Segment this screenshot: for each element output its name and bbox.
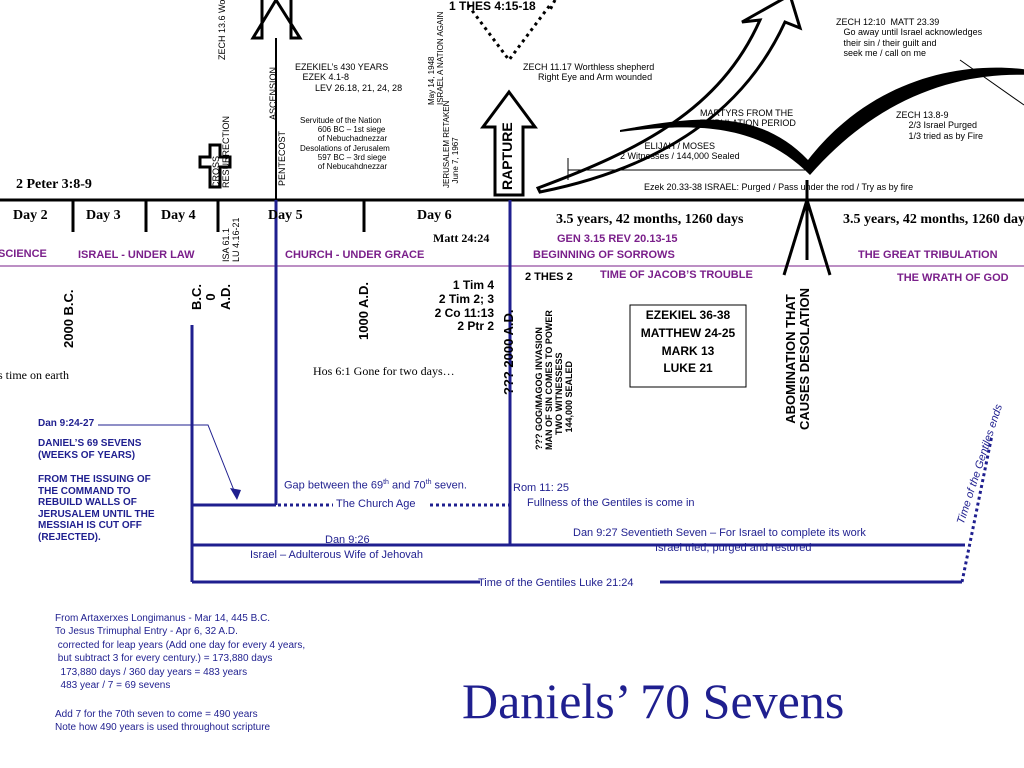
- day-4-label: Day 4: [161, 208, 196, 223]
- gospel-refs: EZEKIEL 36-38 MATTHEW 24-25 MARK 13 LUKE…: [640, 308, 736, 376]
- witness-bracket: [567, 158, 807, 180]
- sweep-shape: [620, 67, 1024, 175]
- rom-ref: Rom 11: 25: [513, 482, 570, 494]
- time-gentiles: Time of the Gentiles Luke 21:24: [478, 577, 634, 589]
- israel-tried: Israel tried, purged and restored: [655, 542, 812, 554]
- peter-ref: 2 Peter 3:8-9: [16, 177, 92, 192]
- israel-nation: May 14, 1948 ISRAEL A NATION AGAIN: [427, 11, 445, 105]
- zech-13-6: ZECH 13.6 Wounds: [217, 0, 227, 60]
- thes-2: 2 THES 2: [525, 271, 573, 283]
- navy-horizontals: [192, 503, 965, 584]
- time-on-earth: s time on earth: [0, 368, 69, 382]
- isa-ref: ISA 61.1 LU 4.16-21: [221, 217, 241, 262]
- dan-926: Dan 9:26: [325, 534, 370, 546]
- day-2-label: Day 2: [13, 208, 48, 223]
- first-half-label: 3.5 years, 42 months, 1260 days: [556, 212, 744, 227]
- hosea-ref: Hos 6:1 Gone for two days…: [313, 364, 455, 378]
- day-5-label: Day 5: [268, 208, 303, 223]
- ad-2000: ??? 2000 A.D.: [501, 309, 516, 395]
- navy-dotted: [278, 434, 994, 583]
- dan-ref: Dan 9:24-27: [38, 418, 95, 429]
- gen-rev-ref: GEN 3.15 REV 20.13-15: [557, 233, 678, 245]
- curved-arrow-icon: [535, 0, 803, 194]
- adulterous-wife: Israel – Adulterous Wife of Jehovah: [250, 549, 424, 561]
- matt-ref: Matt 24:24: [433, 231, 490, 245]
- gog-magog: ??? GOG/MAGOG INVASION MAN OF SIN COMES …: [534, 310, 574, 450]
- bc-2000: 2000 B.C.: [61, 289, 76, 348]
- gospel-box: [629, 304, 747, 388]
- abomination-label: ABOMINATION THAT CAUSES DESOLATION: [783, 287, 813, 430]
- dan-issuing: FROM THE ISSUING OF THE COMMAND TO REBUI…: [38, 474, 155, 543]
- fullness-label: Fullness of the Gentiles is come in: [527, 497, 695, 509]
- zech-13: ZECH 13.8-9 2/3 Israel Purged 1/3 tried …: [896, 110, 984, 141]
- callout-arrow: [98, 424, 238, 499]
- era-israel-law: ISRAEL - UNDER LAW: [78, 249, 195, 261]
- dan-sevens: DANIEL’S 69 SEVENS (WEEKS OF YEARS): [38, 438, 142, 461]
- ascension-arrow-icon: [250, 0, 303, 40]
- page-title: Daniels’ 70 Sevens: [462, 673, 845, 729]
- ezek-20: Ezek 20.33-38 ISRAEL: Purged / Pass unde…: [644, 182, 914, 192]
- era-jacobs-trouble: TIME OF JACOB’S TROUBLE: [600, 269, 753, 281]
- ad-1000: 1000 A.D.: [356, 281, 371, 340]
- abomination-marker: [782, 180, 832, 276]
- zech-11: ZECH 11.17 Worthless shepherd Right Eye …: [523, 62, 655, 83]
- cross-icon: [198, 143, 232, 189]
- navy-verticals: [190, 200, 512, 582]
- martyrs-note: MARTYRS FROM THE TRIBULATION PERIOD: [700, 108, 796, 129]
- epistle-refs: 1 Tim 4 2 Tim 2; 3 2 Co 11:13 2 Ptr 2: [434, 278, 494, 334]
- ezekiel-years: EZEKIEL’s 430 YEARS EZEK 4.1-8 LEV 26.18…: [295, 62, 403, 93]
- era-great-tribulation: THE GREAT TRIBULATION: [858, 249, 998, 261]
- bc-ad: B.C. 0 A.D.: [189, 284, 233, 310]
- pentecost-label: PENTECOST: [277, 130, 287, 186]
- era-church-grace: CHURCH - UNDER GRACE: [285, 249, 425, 261]
- dotted-diamond: [466, 4, 552, 63]
- era-sorrows: BEGINNING OF SORROWS: [533, 249, 675, 261]
- thes-ref: 1 THES 4:15-18: [449, 0, 536, 13]
- seventy-note: Add 7 for the 70th seven to come = 490 y…: [55, 709, 271, 734]
- zech-12: ZECH 12:10 MATT 23.39 Go away until Isra…: [836, 17, 983, 59]
- rapture-arrow-icon: [480, 89, 538, 197]
- cross-label: CROSS RESURRECTION: [211, 115, 231, 188]
- dan-927: Dan 9:27 Seventieth Seven – For Israel t…: [573, 527, 866, 539]
- gap-label: Gap between the 69th and 70th seven.: [284, 479, 467, 492]
- era-wrath: THE WRATH OF GOD: [897, 272, 1009, 284]
- day-6-label: Day 6: [417, 208, 452, 223]
- day-3-label: Day 3: [86, 208, 121, 223]
- church-age: The Church Age: [336, 498, 416, 510]
- ascension-label: ASCENSION: [268, 66, 278, 120]
- era-conscience: SCIENCE: [0, 248, 47, 260]
- witnesses-note: ELIJAH / MOSES 2 Witnesses / 144,000 Sea…: [620, 141, 740, 162]
- servitude-note: Servitude of the Nation 606 BC – 1st sie…: [300, 116, 390, 171]
- second-half-label: 3.5 years, 42 months, 1260 days: [843, 212, 1024, 227]
- rapture-label: RAPTURE: [499, 122, 515, 190]
- israel-again: JERUSALEM RETAKEN June 7, 1967: [442, 100, 460, 188]
- calculation-note: From Artaxerxes Longimanus - Mar 14, 445…: [55, 613, 306, 691]
